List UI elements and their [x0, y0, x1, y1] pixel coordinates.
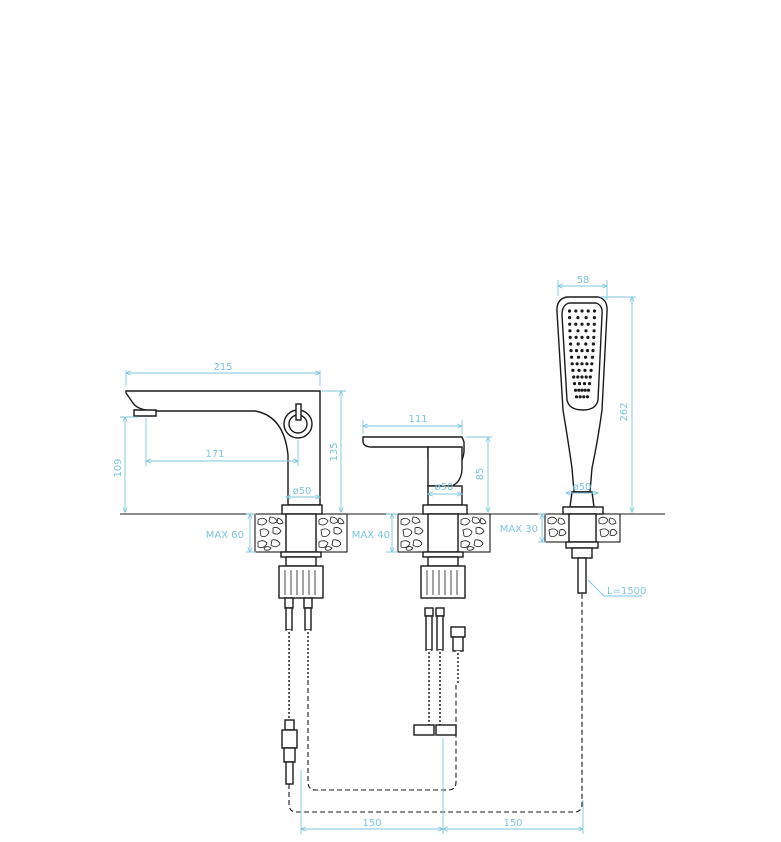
- dim-diameter-right: ø50: [573, 482, 592, 493]
- nozzle-dot: [580, 375, 584, 379]
- nozzle-dot: [587, 382, 592, 386]
- nozzle-dot: [580, 309, 584, 313]
- nozzle-dot: [592, 335, 596, 339]
- dim-171: 171: [205, 449, 224, 460]
- nozzle-dot: [576, 375, 580, 379]
- dim-262: 262: [619, 402, 630, 421]
- nozzle-dot: [574, 349, 579, 353]
- nozzle-dot: [580, 362, 584, 366]
- single-lever-mixer-icon: [362, 436, 468, 736]
- nozzle-dot: [576, 355, 581, 359]
- nozzle-dot: [590, 355, 595, 359]
- nozzle-dot: [580, 349, 584, 353]
- nozzle-dot: [570, 355, 574, 359]
- nozzle-dot: [584, 375, 588, 379]
- nozzle-dot: [582, 382, 587, 386]
- nozzle-dot: [584, 316, 588, 320]
- nozzle-dot: [583, 355, 588, 359]
- nozzle-dot: [588, 375, 592, 379]
- nozzle-dot: [586, 388, 591, 392]
- hose-length-label: L=1500: [607, 586, 646, 597]
- nozzle-dot: [567, 309, 572, 313]
- nozzle-dot: [585, 362, 589, 366]
- nozzle-dot: [585, 349, 590, 353]
- dim-135: 135: [329, 442, 340, 461]
- dim-max-30: MAX 30: [500, 524, 538, 535]
- basin-spout-icon: [125, 390, 324, 785]
- dim-150-left: 150: [362, 818, 381, 829]
- dim-diameter-middle: ø50: [435, 482, 454, 493]
- nozzle-dot: [572, 382, 577, 386]
- shower-nozzles: [567, 309, 597, 399]
- nozzle-dot: [568, 329, 572, 333]
- nozzle-dot: [586, 335, 590, 339]
- nozzle-dot: [592, 316, 597, 320]
- nozzle-dot: [572, 375, 576, 379]
- nozzle-dot: [574, 309, 578, 313]
- nozzle-dot: [586, 309, 590, 313]
- hose-routing: [288, 593, 583, 813]
- nozzle-dot: [576, 316, 580, 320]
- nozzle-dot: [577, 368, 581, 372]
- dim-max-60: MAX 60: [206, 530, 244, 541]
- dim-111: 111: [408, 414, 427, 425]
- dim-109: 109: [113, 458, 124, 477]
- nozzle-dot: [569, 342, 573, 346]
- nozzle-dot: [582, 395, 586, 399]
- nozzle-dot: [589, 368, 593, 372]
- nozzle-dot: [591, 342, 596, 346]
- nozzle-dot: [591, 349, 595, 353]
- nozzle-dot: [569, 349, 573, 353]
- dim-diameter-left: ø50: [293, 486, 312, 497]
- nozzle-dot: [574, 335, 578, 339]
- deck-section-right: [544, 513, 621, 543]
- nozzle-dot: [574, 322, 578, 326]
- nozzle-dot: [580, 322, 584, 326]
- dim-85: 85: [475, 468, 486, 481]
- nozzle-dot: [577, 388, 581, 392]
- nozzle-dot: [575, 362, 579, 366]
- dim-150-right: 150: [503, 818, 522, 829]
- nozzle-dot: [574, 395, 579, 399]
- nozzle-dot: [590, 362, 594, 366]
- nozzle-dot: [576, 342, 580, 346]
- nozzle-dot: [568, 335, 572, 339]
- nozzle-dot: [578, 395, 582, 399]
- nozzle-dot: [583, 368, 587, 372]
- dim-58: 58: [577, 275, 590, 286]
- nozzle-dot: [577, 382, 582, 386]
- nozzle-dot: [576, 329, 580, 333]
- nozzle-dot: [570, 362, 574, 366]
- nozzle-dot: [584, 342, 588, 346]
- hand-shower-icon: [556, 296, 608, 594]
- nozzle-dot: [585, 395, 590, 399]
- nozzle-dot: [592, 309, 597, 313]
- nozzle-dot: [580, 388, 584, 392]
- deck-section-left: [254, 513, 348, 553]
- nozzle-dot: [571, 368, 575, 372]
- nozzle-dot: [586, 322, 590, 326]
- nozzle-dot: [584, 329, 588, 333]
- deck-section-middle: [397, 513, 491, 553]
- nozzle-dot: [568, 322, 572, 326]
- nozzle-dot: [573, 388, 578, 392]
- nozzle-dot: [592, 322, 596, 326]
- dimensions: 215 171 109 135 ø50 111 85 ø50 58: [113, 275, 646, 834]
- dim-215: 215: [213, 362, 232, 373]
- dim-max-40: MAX 40: [352, 530, 390, 541]
- nozzle-dot: [592, 329, 596, 333]
- nozzle-dot: [580, 335, 584, 339]
- nozzle-dot: [583, 388, 587, 392]
- nozzle-dot: [568, 316, 572, 320]
